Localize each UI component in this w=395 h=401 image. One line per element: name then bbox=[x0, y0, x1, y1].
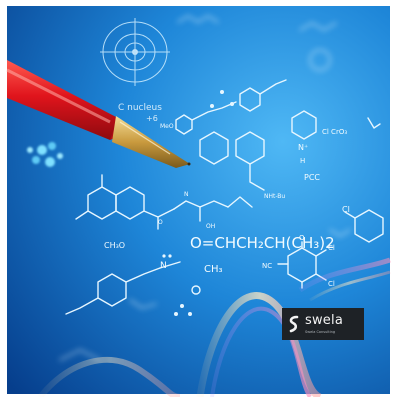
formula-aldehyde: O=CHCH₂CH(CH₃)2 bbox=[190, 234, 335, 252]
label-n-peptide: N bbox=[184, 191, 189, 198]
label-oh: OH bbox=[206, 223, 215, 230]
molecule-pcc: N⁺ H Cl CrO₃ PCC bbox=[291, 110, 381, 182]
swela-logo: swela Swela Consulting bbox=[282, 308, 364, 340]
label-meo: MeO bbox=[160, 123, 174, 130]
blurred-molecules bbox=[59, 15, 351, 361]
label-plus6: +6 bbox=[146, 114, 158, 123]
logo-tagline: Swela Consulting bbox=[305, 330, 336, 334]
molecule-peptide-chain: NHt-Bu N OH bbox=[173, 131, 285, 230]
label-o-amide: O bbox=[158, 219, 163, 226]
label-cl-bottom: Cl bbox=[328, 280, 335, 288]
label-n-plus: N⁺ bbox=[298, 143, 308, 152]
label-cl-top: Cl bbox=[328, 244, 335, 252]
molecular-model bbox=[27, 142, 63, 167]
label-ch3: CH₃ bbox=[204, 264, 223, 275]
atom-orbit-diagram: C nucleus +6 bbox=[100, 18, 170, 123]
molecule-sulfonyl-chain: MeO bbox=[160, 79, 287, 135]
label-cl-benzene: Cl bbox=[342, 205, 350, 214]
label-o-top: O bbox=[299, 234, 305, 242]
swela-logo-icon bbox=[289, 315, 299, 333]
label-clcro3: Cl CrO₃ bbox=[322, 128, 347, 136]
label-h: H bbox=[300, 157, 305, 165]
molecule-chlorobenzene: Cl bbox=[342, 205, 384, 243]
molecule-diazo: N CH₃ bbox=[65, 254, 223, 316]
label-n-diazo-1: N bbox=[160, 261, 167, 271]
logo-name: swela bbox=[305, 313, 343, 328]
label-ch3o: CH₃O bbox=[104, 241, 125, 250]
molecule-naphthalene: CH₃O O bbox=[75, 174, 175, 250]
label-c-nucleus: C nucleus bbox=[118, 103, 162, 113]
glowing-ribbons bbox=[37, 257, 391, 401]
label-pcc: PCC bbox=[304, 173, 320, 182]
label-nhtbu: NHt-Bu bbox=[264, 193, 285, 200]
label-nc: NC bbox=[262, 262, 272, 270]
red-pen bbox=[6, 60, 191, 168]
